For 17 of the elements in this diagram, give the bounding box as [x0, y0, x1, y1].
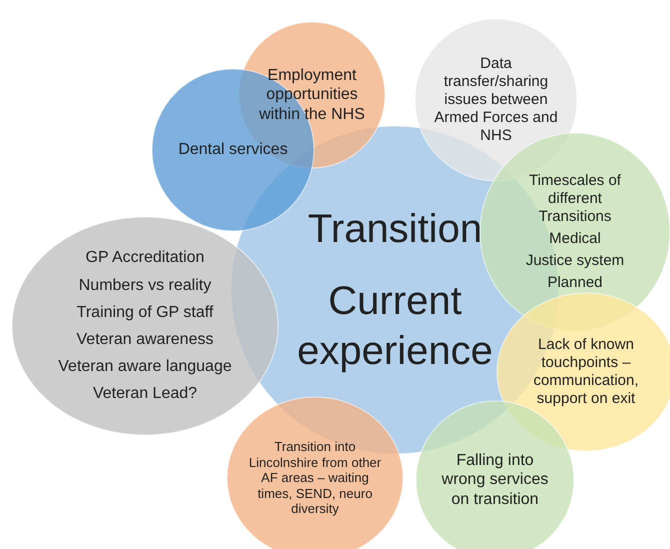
bubble-text: Veteran awareness: [76, 330, 214, 350]
bubble-text: GP Accreditation: [86, 248, 204, 268]
bubble-text: Planned: [547, 274, 603, 292]
heading-text: Transition: [308, 206, 482, 253]
bubble-text: Falling into wrong services on transition: [440, 451, 550, 509]
bubble-text: Veteran Lead?: [92, 384, 198, 404]
bubble-text: Justice system: [526, 252, 624, 270]
heading-text: Current experience: [296, 278, 494, 375]
bubble-text: Dental services: [178, 140, 288, 160]
bubble-text: Training of GP staff: [76, 302, 214, 322]
bubble-text: Transition into Lincolnshire from other AF areas – waiting times, SEND, neuro diversity: [248, 439, 382, 517]
bubble-text: Medical: [549, 230, 601, 248]
bubble-text: Timescales of different Transitions: [528, 172, 622, 226]
bubble-text: Numbers vs reality: [78, 276, 212, 295]
bubble-text: Data transfer/sharing issues between Armed Forces and NHS: [433, 55, 559, 145]
bubble-text: Lack of known touchpoints – communication, support on exit: [532, 336, 640, 408]
bubble-text: Veteran aware language: [58, 357, 232, 376]
